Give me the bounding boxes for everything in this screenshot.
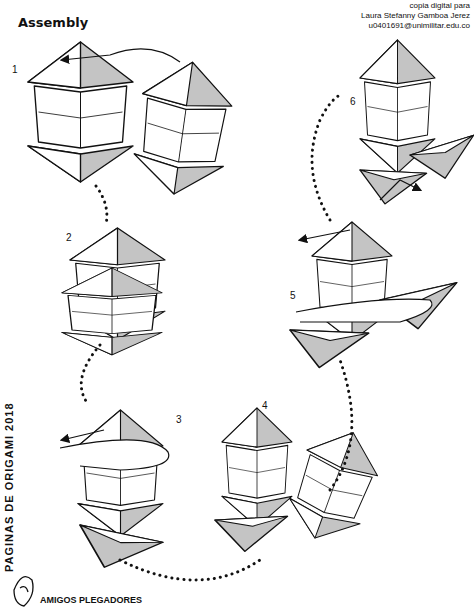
step-number: 1 [12,64,18,75]
step-number: 6 [350,96,356,107]
publisher-name: AMIGOS PLEGADORES [40,596,142,606]
copyright-note: u0401691@unimilitar.edu.co [368,22,470,31]
step-number: 5 [290,290,296,301]
step-number: 2 [66,232,72,243]
watermark: PAGINAS DE ORIGAMI 2018 [3,403,15,573]
step-number: 3 [176,414,182,425]
step-number: 4 [262,400,268,411]
copyright-note: copia digital para [410,2,470,11]
diagram-title: Assembly [18,16,88,30]
copyright-note: Laura Stefanny Gamboa Jerez [361,12,470,21]
